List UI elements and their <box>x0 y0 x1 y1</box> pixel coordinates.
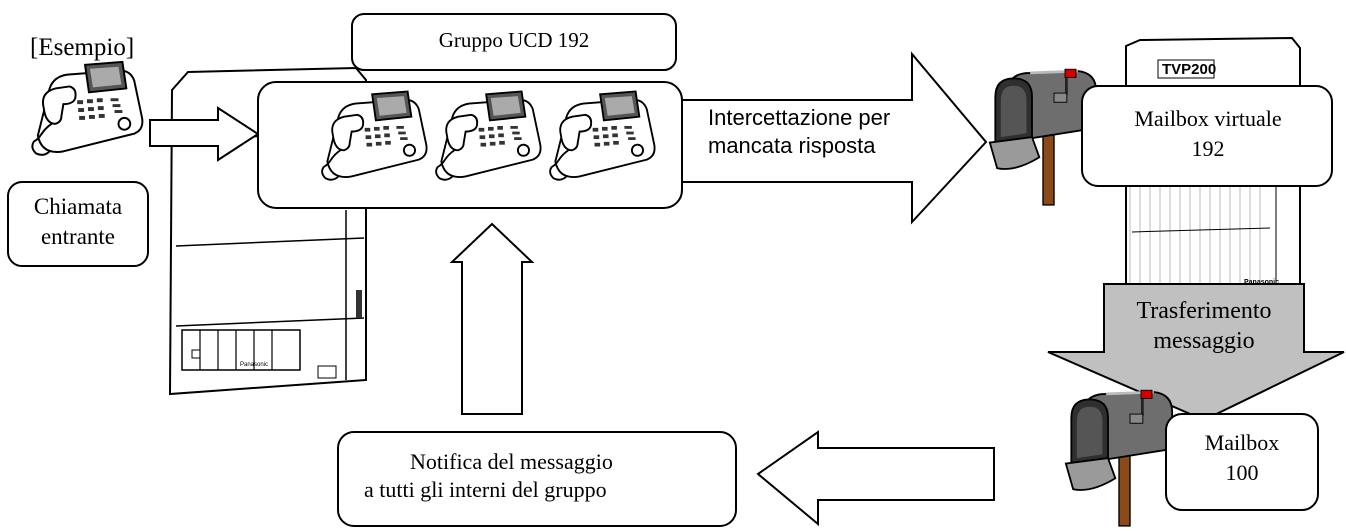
incoming-call-line2: entrante <box>40 224 116 249</box>
notification-box <box>337 431 737 527</box>
ucd-group-title-box <box>351 13 677 71</box>
ucd-group-label: Gruppo UCD 192 <box>438 28 590 52</box>
intercept-label: Intercettazione per mancata risposta <box>708 104 890 160</box>
notify-line1: Notifica del messaggio <box>410 449 613 474</box>
virtual-mailbox-line1: Mailbox virtuale <box>1134 106 1282 131</box>
mailbox-100-box <box>1165 413 1319 511</box>
incoming-arrow <box>149 106 260 162</box>
incoming-call-line1: Chiamata <box>33 194 123 219</box>
notify-line2: a tutti gli interni del gruppo <box>364 477 607 502</box>
intercept-line1: Intercettazione per <box>708 105 891 130</box>
virtual-mailbox-label: Mailbox virtuale 192 <box>1098 104 1318 164</box>
transfer-label: Trasferimento messaggio <box>1104 296 1304 356</box>
brand-label-vm: Panasonic <box>1244 279 1279 286</box>
transfer-line1: Trasferimento <box>1136 298 1272 324</box>
example-label: [Esempio] <box>30 34 135 61</box>
mailbox-icon <box>1064 388 1174 528</box>
mailbox-100-label: Mailbox 100 <box>1170 428 1314 488</box>
mailbox-icon <box>988 67 1098 207</box>
virtual-mailbox-box <box>1081 85 1333 187</box>
notification-label: Notifica del messaggio a tutti gli inter… <box>350 448 730 504</box>
mailbox-100-line2: 100 <box>1225 460 1259 485</box>
incoming-call-box <box>7 181 149 267</box>
vm-unit-brand: TVP200 <box>1162 61 1216 78</box>
intercept-arrow <box>681 51 988 225</box>
transfer-arrow <box>1047 283 1345 422</box>
transfer-line2: messaggio <box>1153 328 1255 354</box>
intercept-line2: mancata risposta <box>708 133 876 158</box>
brand-label-pbx: Panasonic <box>240 362 268 368</box>
telephone-icon <box>31 60 144 156</box>
mailbox-100-line1: Mailbox <box>1204 430 1280 455</box>
notify-up-arrow <box>449 222 535 415</box>
virtual-mailbox-line2: 192 <box>1191 136 1225 161</box>
incoming-call-label: Chiamata entrante <box>8 192 148 252</box>
notify-left-arrow <box>756 430 995 527</box>
